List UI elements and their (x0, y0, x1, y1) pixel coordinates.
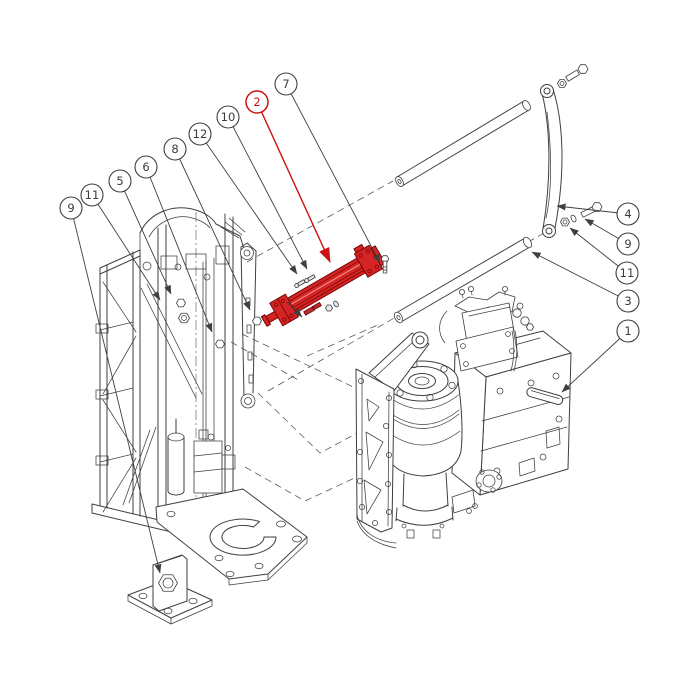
callout-balloon-12[interactable]: 12 (188, 122, 212, 146)
leader-branch-screws (286, 301, 303, 318)
leader-2-highlighted (256, 101, 331, 263)
callout-balloon-1[interactable]: 1 (616, 319, 640, 343)
curved-link-arm (540, 64, 603, 238)
leader-11-right (569, 227, 628, 274)
svg-text:1: 1 (624, 324, 631, 338)
svg-text:7: 7 (282, 77, 289, 91)
mounting-bracket (355, 331, 430, 549)
callout-balloon-6[interactable]: 6 (134, 155, 158, 179)
leader-5 (119, 180, 172, 295)
leader-8 (174, 148, 251, 311)
callout-balloon-9-left[interactable]: 9 (59, 196, 83, 220)
crossbar-fasteners (294, 255, 390, 316)
svg-text:5: 5 (116, 174, 123, 188)
mast-fasteners (176, 298, 262, 349)
callout-balloon-3[interactable]: 3 (616, 289, 640, 313)
leader-lines (70, 83, 629, 574)
valve-cluster (439, 285, 534, 372)
svg-text:2: 2 (253, 95, 260, 109)
callout-balloon-7[interactable]: 7 (274, 72, 298, 96)
callout-balloon-10[interactable]: 10 (216, 105, 240, 129)
leader-11-left (91, 194, 161, 301)
callout-balloon-8[interactable]: 8 (163, 137, 187, 161)
tie-rod-upper (395, 100, 531, 187)
svg-text:9: 9 (624, 237, 631, 251)
svg-text:9: 9 (67, 201, 74, 215)
rotary-head-assembly (355, 285, 572, 549)
callout-balloon-4[interactable]: 4 (616, 202, 640, 226)
slotted-side-plate (240, 242, 257, 409)
end-bolt (380, 255, 390, 274)
callout-balloon-2-highlighted[interactable]: 2 (245, 90, 269, 114)
callout-balloon-11-right[interactable]: 11 (615, 261, 639, 285)
leader-6 (145, 166, 213, 333)
leader-3 (531, 251, 629, 302)
callout-balloons: 9 11 5 6 8 12 10 2 (59, 72, 640, 343)
leader-10 (227, 116, 308, 270)
mast-cylinder-assembly (167, 418, 236, 496)
tie-rod-lower (393, 236, 533, 324)
leader-7 (285, 83, 381, 264)
base-assembly (91, 488, 308, 625)
leader-9-left (70, 207, 162, 574)
svg-text:6: 6 (142, 160, 149, 174)
bottom-block (451, 489, 476, 514)
callout-balloon-11-left[interactable]: 11 (80, 183, 104, 207)
svg-text:3: 3 (624, 294, 631, 308)
horseshoe-plate (155, 488, 308, 586)
svg-text:4: 4 (624, 207, 631, 221)
svg-text:11: 11 (85, 188, 100, 202)
svg-text:11: 11 (620, 266, 635, 280)
arm-bottom-bolt (560, 202, 603, 227)
highlighted-part-2 (260, 243, 386, 327)
pivot-bolt (158, 574, 178, 592)
leader-1 (561, 330, 629, 393)
svg-text:8: 8 (171, 142, 178, 156)
leader-12 (199, 133, 298, 275)
arm-top-bolt (557, 64, 589, 88)
svg-text:12: 12 (193, 127, 208, 141)
leader-4 (556, 203, 629, 215)
foot-pad (127, 554, 213, 625)
svg-text:10: 10 (221, 110, 236, 124)
callout-balloon-5[interactable]: 5 (108, 169, 132, 193)
handle-bar (526, 387, 564, 405)
mast-tower (95, 207, 262, 539)
callout-balloon-9-right[interactable]: 9 (616, 232, 640, 256)
